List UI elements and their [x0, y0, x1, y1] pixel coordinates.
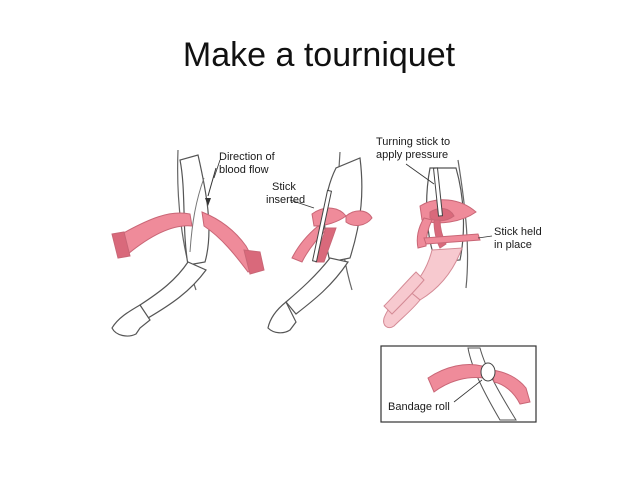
- label-stick-line2: inserted: [266, 194, 305, 206]
- label-direction-line2: blood flow: [219, 164, 269, 176]
- label-stick-line1: Stick: [272, 181, 296, 193]
- panel-1-bandage-left: [118, 213, 192, 254]
- panel-2-knot-right: [346, 211, 372, 226]
- panel-2-forearm: [286, 258, 348, 314]
- panel-3-leader-right: [478, 236, 492, 238]
- label-direction-line1: Direction of: [219, 151, 276, 163]
- label-bandage-roll: Bandage roll: [388, 401, 450, 413]
- panel-1-arm-with-bandage: Direction of blood flow: [112, 150, 276, 336]
- label-held-line2: in place: [494, 239, 532, 251]
- panel-1-forearm: [140, 262, 206, 318]
- label-held-line1: Stick held: [494, 226, 542, 238]
- panel-3-stick-turned: Turning stick to apply pressure Stick he…: [376, 136, 542, 328]
- label-turning-line2: apply pressure: [376, 149, 448, 161]
- inset-roll: [481, 363, 495, 381]
- panel-2-stick-inserted: Stick inserted: [266, 152, 372, 333]
- direction-arrow: [208, 168, 216, 196]
- inset-bandage-roll: Bandage roll: [381, 346, 536, 422]
- label-turning-line1: Turning stick to: [376, 136, 450, 148]
